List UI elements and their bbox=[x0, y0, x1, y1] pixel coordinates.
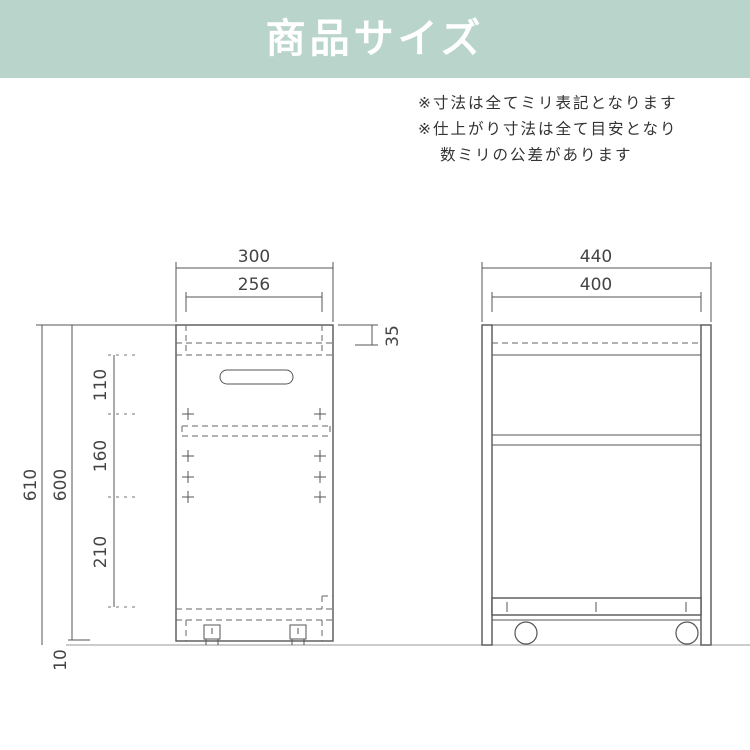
front-view: 440 400 bbox=[481, 247, 712, 646]
dim-label-10: 10 bbox=[51, 649, 71, 671]
dim-label-440: 440 bbox=[580, 247, 612, 267]
dim-label-256: 256 bbox=[238, 275, 270, 295]
dim-label-300: 300 bbox=[238, 247, 270, 267]
pin-hole-markers bbox=[182, 408, 326, 503]
caster-wheel bbox=[514, 621, 538, 645]
note-line: 数ミリの公差があります bbox=[440, 146, 633, 164]
dim-label-610: 610 bbox=[21, 469, 41, 501]
left-post bbox=[481, 324, 493, 646]
side-view: 300 256 bbox=[21, 247, 403, 671]
side-panel bbox=[175, 324, 334, 642]
handle-slot bbox=[219, 369, 294, 385]
caster-wheel bbox=[675, 621, 699, 645]
note-line: ※仕上がり寸法は全て目安となり bbox=[418, 120, 678, 138]
caster bbox=[203, 624, 221, 645]
dim-label-600: 600 bbox=[51, 469, 71, 501]
right-post bbox=[700, 324, 712, 646]
dim-label-400: 400 bbox=[580, 275, 612, 295]
dim-label-110: 110 bbox=[91, 369, 111, 401]
dim-label-210: 210 bbox=[91, 536, 111, 568]
page-title: 商品サイズ bbox=[265, 16, 485, 62]
dim-label-35: 35 bbox=[383, 325, 403, 347]
notes-block: ※寸法は全てミリ表記となります ※仕上がり寸法は全て目安となり 数ミリの公差があ… bbox=[418, 90, 678, 168]
caster bbox=[289, 624, 307, 645]
dim-label-160: 160 bbox=[91, 440, 111, 472]
header-banner bbox=[0, 0, 750, 78]
note-line: ※寸法は全てミリ表記となります bbox=[418, 94, 678, 112]
